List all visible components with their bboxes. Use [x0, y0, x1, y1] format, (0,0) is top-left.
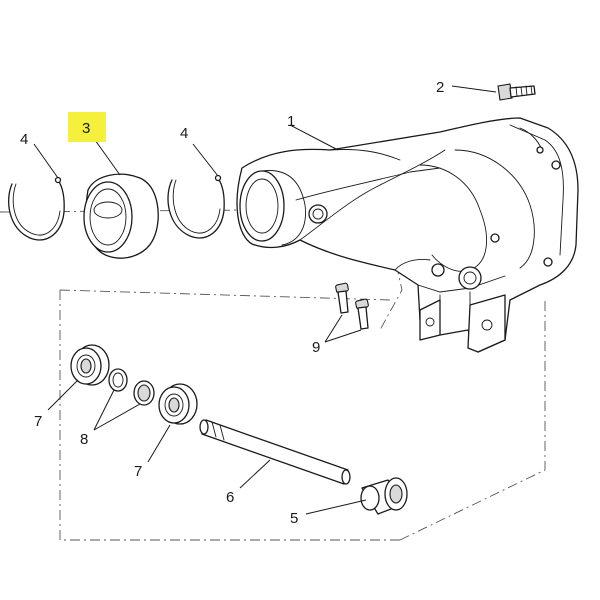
- screws-part-9: [335, 282, 369, 330]
- callout-7-right: 7: [134, 463, 142, 480]
- spacer-part-8-right: [133, 380, 155, 406]
- callout-8: 8: [80, 431, 88, 448]
- callout-1: 1: [287, 113, 295, 130]
- bearing-part-7-right: [158, 383, 198, 425]
- callout-2: 2: [436, 79, 444, 96]
- callout-4-left: 4: [20, 131, 28, 148]
- callout-4-right: 4: [180, 125, 188, 142]
- spacer-part-8-left: [108, 368, 128, 392]
- bearing-part-7-left: [70, 344, 110, 386]
- nut-part-5: [360, 477, 408, 515]
- callout-9: 9: [312, 339, 320, 356]
- callout-highlight-box: [68, 112, 106, 142]
- callout-5: 5: [290, 510, 298, 527]
- shaft-part-6: [199, 419, 351, 485]
- circlip-part-4-right: [167, 174, 225, 239]
- callout-7-left: 7: [34, 413, 42, 430]
- callout-3: 3: [82, 120, 90, 137]
- bolt-part-2: [497, 83, 536, 101]
- callout-6: 6: [226, 489, 234, 506]
- swingarm-part-1: [236, 117, 579, 353]
- leader-lines: [33, 85, 497, 515]
- circlip-part-4-left: [8, 176, 65, 241]
- seal-part-3: [83, 173, 159, 259]
